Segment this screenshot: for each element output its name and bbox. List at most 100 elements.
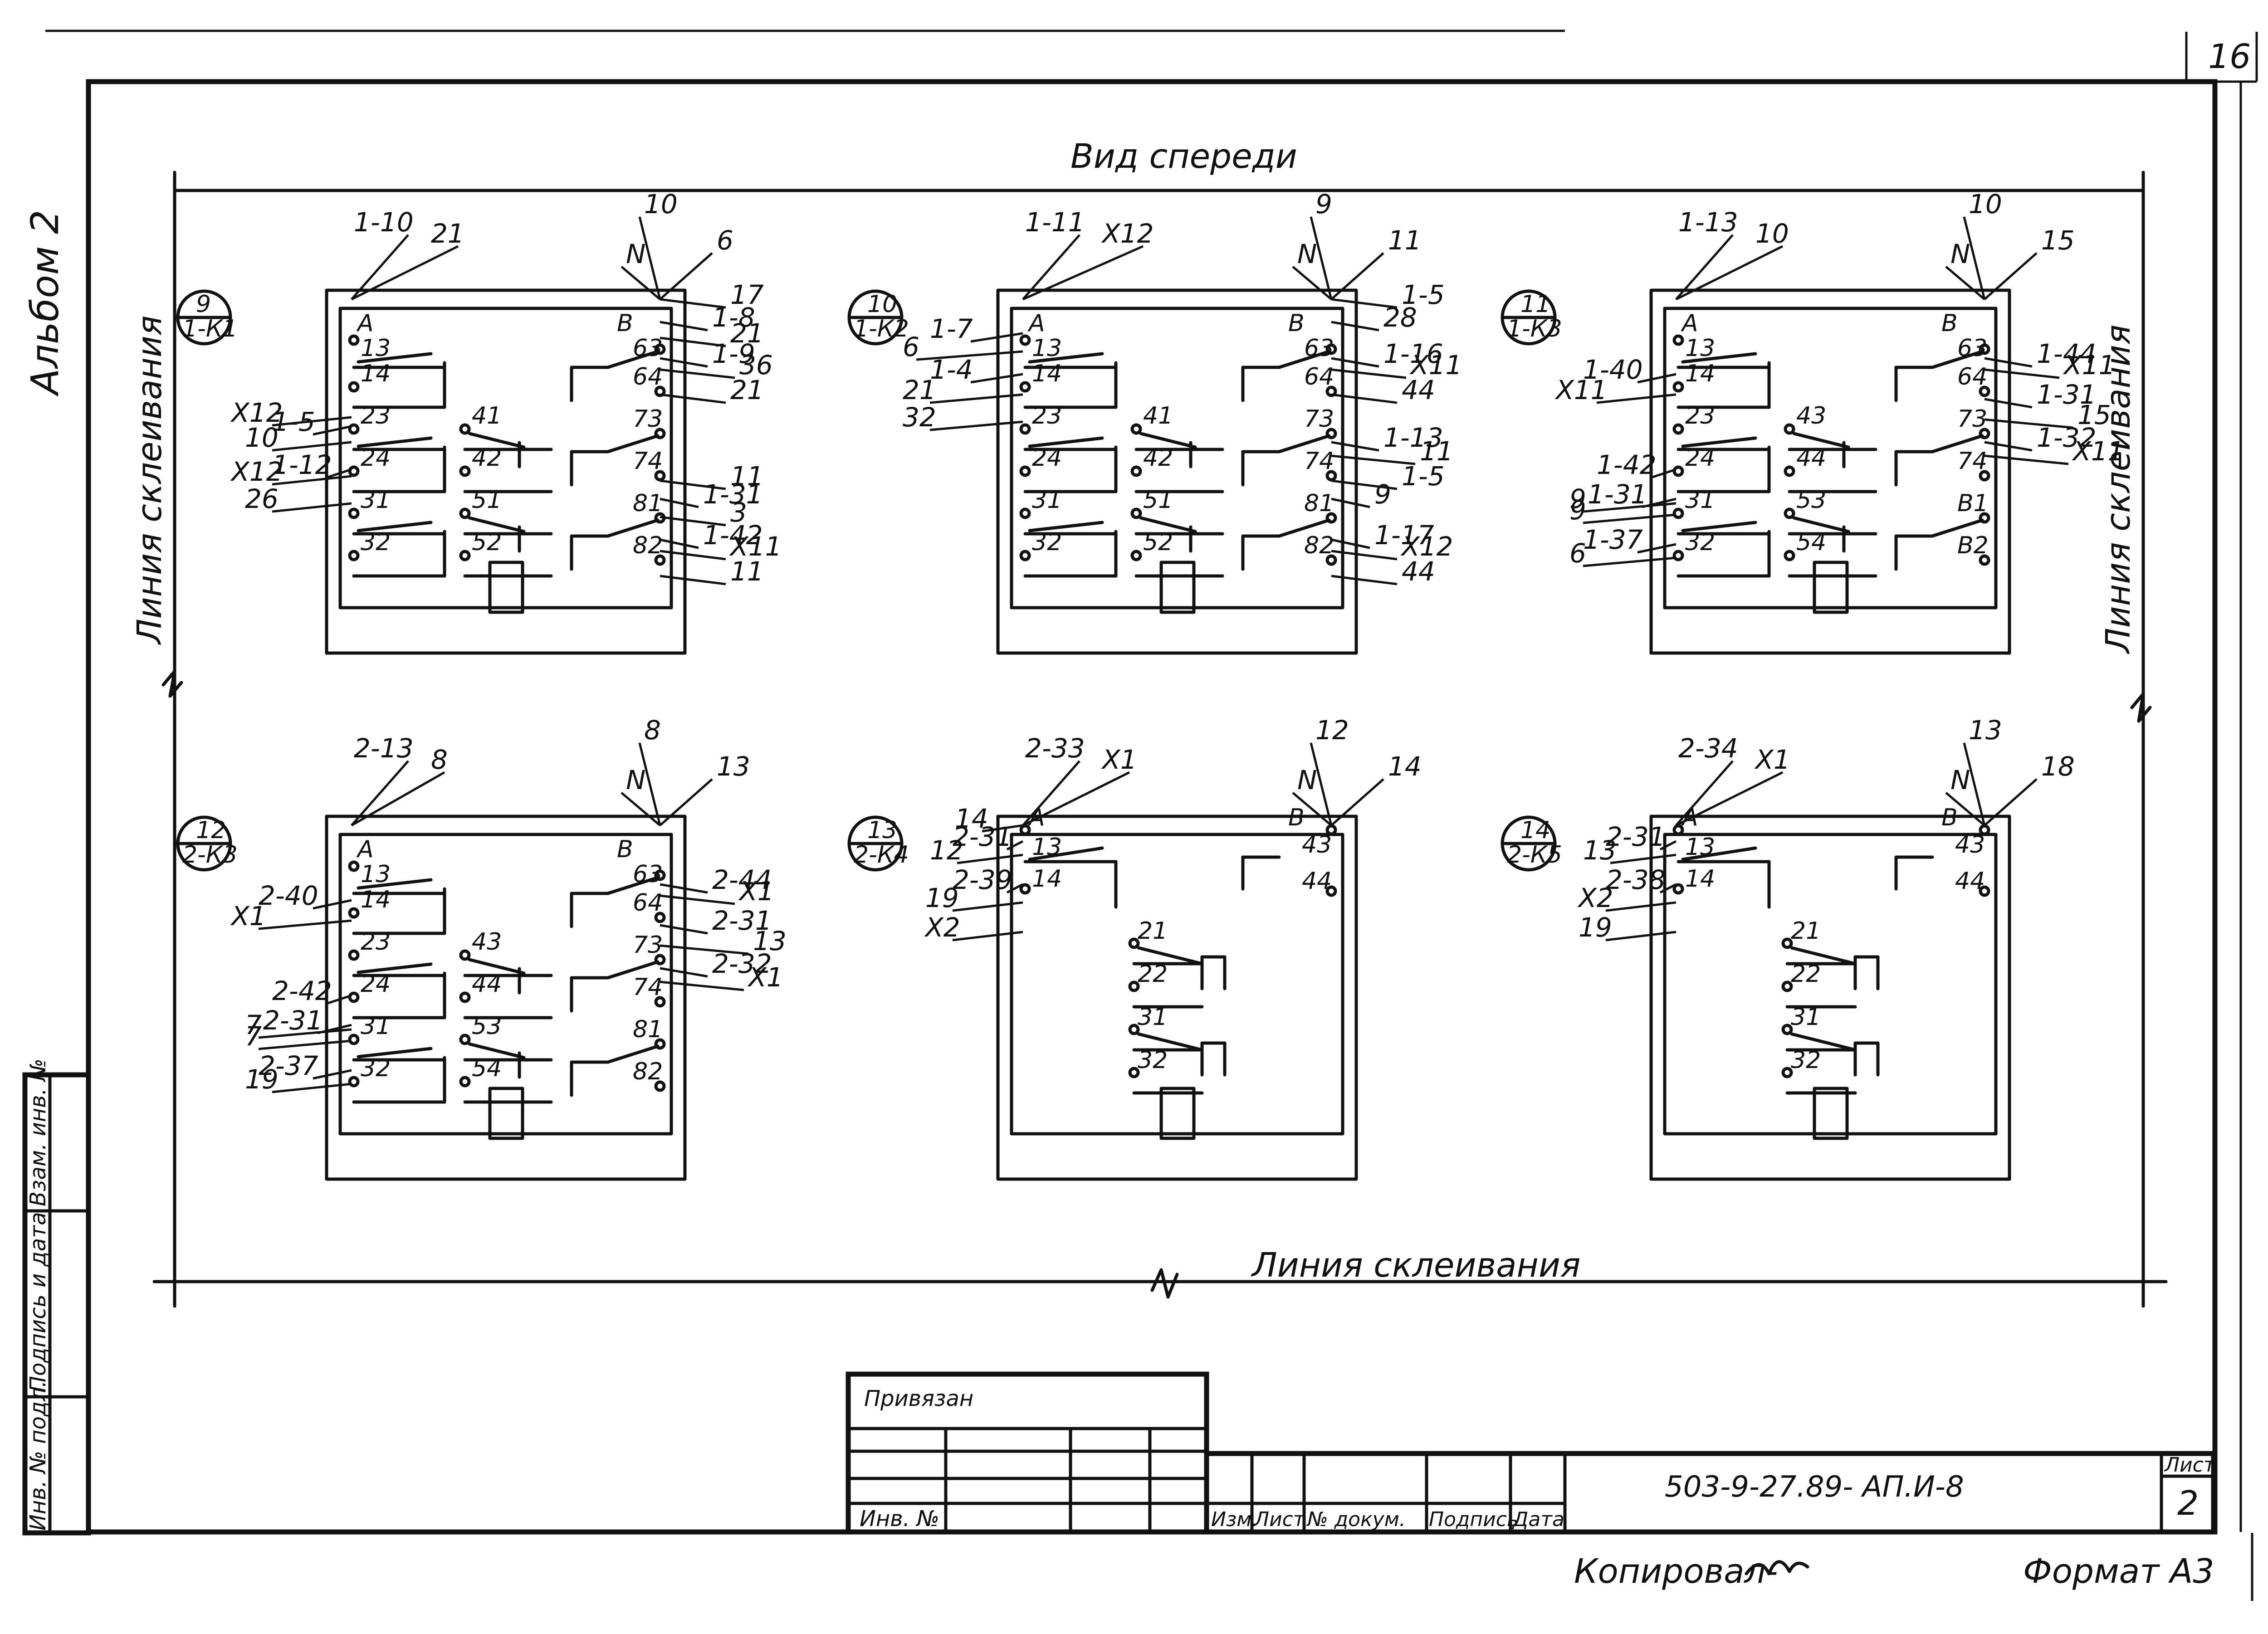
wire-leader xyxy=(272,502,352,513)
terminal xyxy=(1019,824,1031,836)
pin-label: A xyxy=(356,310,374,337)
terminal xyxy=(654,554,666,566)
contact-blade xyxy=(1277,350,1331,369)
wire-label: N xyxy=(626,765,645,795)
wire-label: 1-31 xyxy=(2037,379,2097,410)
wire-leader xyxy=(660,298,726,309)
pin-label: 74 xyxy=(633,448,663,475)
pin-label: 32 xyxy=(361,1055,391,1082)
relay-inner-frame xyxy=(338,833,673,1136)
wire-label: X11 xyxy=(729,531,782,562)
wire-leader xyxy=(952,931,1023,941)
wire-label: N xyxy=(1950,765,1970,795)
wire-label: 11 xyxy=(730,556,764,587)
pin-label: 23 xyxy=(1032,402,1062,429)
wire-label: 2-38 xyxy=(1606,864,1666,895)
terminal xyxy=(348,381,360,393)
pin-label: 14 xyxy=(361,360,391,387)
terminal xyxy=(1979,885,1990,897)
wire-label: 17 xyxy=(730,279,764,310)
wire-label: 6 xyxy=(1569,538,1586,569)
wire-label: 13 xyxy=(1583,835,1617,866)
wire-label: 1-44 xyxy=(2037,338,2097,369)
terminal xyxy=(1672,883,1684,895)
terminal xyxy=(348,907,360,919)
wire-label: 10 xyxy=(1969,189,2002,219)
contact-blade xyxy=(1139,516,1197,533)
terminal xyxy=(348,334,360,346)
wire-leader xyxy=(1984,398,2033,409)
wire-label: 8 xyxy=(644,715,661,746)
wire-label: 1-13 xyxy=(1678,207,1738,238)
wire-leader xyxy=(660,516,726,527)
wire-label: 12 xyxy=(930,835,963,866)
wire-label: 1-7 xyxy=(930,313,973,344)
wire-leader xyxy=(638,742,661,826)
wire-leader xyxy=(660,368,735,379)
pin-label: 32 xyxy=(361,529,391,556)
terminal xyxy=(348,423,360,435)
wire-label: 2-39 xyxy=(953,864,1012,895)
wire-leader xyxy=(1331,441,1379,452)
contact-blade xyxy=(606,1044,660,1064)
wire-label: 1-5 xyxy=(1402,279,1445,310)
pin-label: 43 xyxy=(1955,831,1985,858)
sheet-frame xyxy=(22,29,2258,1601)
wire-label: X11 xyxy=(1409,350,1462,380)
wire-label: 44 xyxy=(1402,375,1435,405)
wire-leader xyxy=(1605,931,1677,941)
wire-leader xyxy=(1596,393,1677,404)
terminal xyxy=(1128,1024,1140,1035)
wire-leader xyxy=(660,321,708,332)
pin-label: 82 xyxy=(1304,532,1334,559)
wire-leader xyxy=(351,234,409,300)
wire-label: 14 xyxy=(955,803,988,834)
wire-leader xyxy=(1984,252,2038,300)
wire-leader xyxy=(660,337,726,347)
wire-label: 11 xyxy=(1388,225,1422,256)
pin-label: 32 xyxy=(1032,529,1062,556)
wire-leader xyxy=(660,538,699,549)
pin-label: 44 xyxy=(1955,868,1985,895)
pin-label: 52 xyxy=(1143,529,1173,556)
contact-blade xyxy=(1139,432,1197,449)
pin-label: 74 xyxy=(633,974,663,1001)
relay-tag-number: 9 xyxy=(196,291,211,318)
wire-leader xyxy=(1659,883,1677,894)
pin-label: 31 xyxy=(1032,487,1062,514)
wire-leader xyxy=(313,1069,352,1080)
relay-coil xyxy=(1159,1087,1196,1140)
contact-blade xyxy=(606,518,660,538)
terminal xyxy=(654,343,666,355)
wire-leader xyxy=(1330,778,1384,826)
contact-blade xyxy=(1028,436,1104,448)
pin-label: 23 xyxy=(361,928,391,956)
wire-label: 19 xyxy=(925,883,959,913)
contact-blade xyxy=(357,521,433,532)
relay-body xyxy=(1649,815,2011,1181)
wire-label: 21 xyxy=(730,375,764,405)
wire-label: 7 xyxy=(245,1010,262,1040)
wire-label: X1 xyxy=(1101,744,1137,775)
contact-blade xyxy=(1137,946,1204,966)
terminal xyxy=(348,507,360,519)
relay-tag-ref: 1-К2 xyxy=(854,315,909,342)
terminal xyxy=(459,507,471,519)
col-doc: № докум. xyxy=(1306,1508,1406,1531)
wire-label: X12 xyxy=(1400,531,1453,562)
pin-label: 51 xyxy=(472,487,502,514)
wire-label: N xyxy=(626,239,645,269)
wire-leader xyxy=(660,894,735,905)
wire-label: X11 xyxy=(2072,436,2125,467)
relay-tag-number: 13 xyxy=(867,817,897,844)
terminal xyxy=(348,465,360,477)
relay-body xyxy=(996,288,1358,655)
terminal xyxy=(1672,824,1684,836)
pin-label: 14 xyxy=(1032,360,1062,387)
pin-label: 32 xyxy=(1685,529,1715,556)
relay-coil xyxy=(488,1087,524,1140)
contact-blade xyxy=(1681,846,1757,861)
wire-leader xyxy=(1984,368,2060,379)
